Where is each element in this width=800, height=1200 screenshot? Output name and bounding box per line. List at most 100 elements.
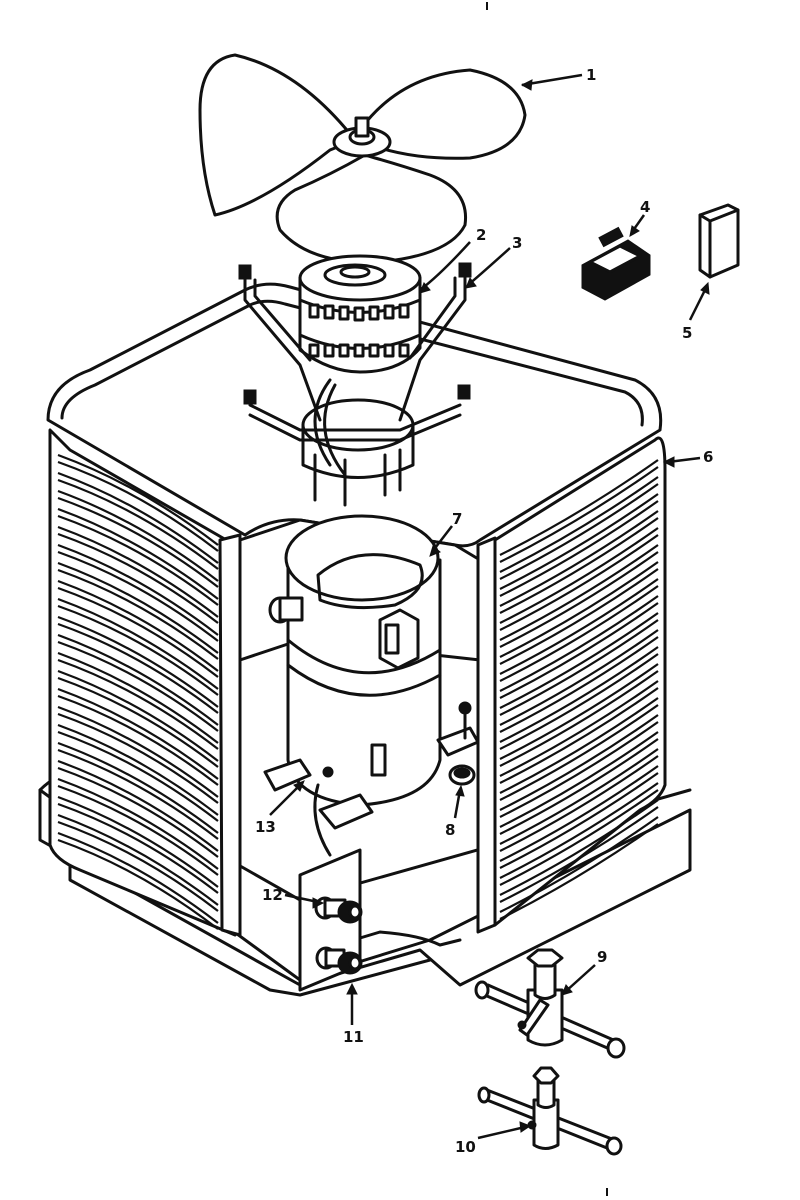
coil-fin [57,676,219,768]
coil-fin [499,748,659,845]
coil-fin [499,534,659,631]
coil-fin [57,741,219,834]
coil-fin [57,651,219,744]
coil-fin [499,799,659,896]
callout-5: 5 [682,324,692,342]
callout-9: 9 [597,948,607,966]
coil-fin [499,459,659,556]
coil-fin [57,543,219,636]
coil-fin [57,687,219,780]
coil-fin [499,653,659,750]
coil-fin [57,658,219,750]
coil-fin [57,640,219,732]
callout-12: 12 [262,886,283,904]
coil-fin [499,483,659,580]
motor-vent-slot [353,306,365,322]
callout-13: 13 [255,818,276,836]
callout-4: 4 [640,198,650,216]
coil-fin [499,551,659,648]
base-pan [38,788,692,987]
coil-fin [57,597,219,690]
coil-fin [57,615,219,708]
coil-fin [499,663,659,760]
mounting-bolt [238,262,472,405]
coil-fin [499,765,659,862]
callout-6: 6 [703,448,713,466]
motor-vent-slot [308,303,320,319]
coil-fin [57,586,219,678]
coil-fin [57,777,219,870]
coil-fin [499,636,659,733]
coil-fin [499,806,659,903]
motor-vent-slot [398,303,410,319]
coil-fin [57,694,219,786]
coil-fin [57,478,219,570]
coil-fin [499,687,659,784]
coil-fin [57,460,219,552]
capacitor [698,203,740,279]
coil-fin [499,755,659,852]
fan-blade [198,53,527,264]
coil-fin [499,789,659,886]
coil-fin [57,471,219,564]
service-valve-panel [298,848,462,992]
valve-wrench-9 [474,948,626,1059]
coil-fin [499,500,659,597]
callout-labels: 1 2 3 4 5 6 7 8 9 10 11 12 13 [255,66,713,1156]
motor-vent-slot [323,343,335,358]
coil-fin [57,453,219,546]
motor-vent-slot [353,343,365,358]
coil-fin [57,705,219,798]
coil-fin [57,579,219,672]
contactor [581,226,651,301]
coil-fin [499,561,659,658]
coil-fin [57,669,219,762]
coil-fin [499,476,659,573]
coil-fin [57,838,219,930]
coil-fin [499,697,659,794]
coil-fin [499,517,659,614]
coil-fin [57,633,219,726]
left-condenser-coil [48,428,242,937]
fan-motor [298,254,422,374]
coil-fin [499,619,659,716]
coil-fin [57,532,219,624]
coil-fin [57,507,219,600]
coil-fin [57,550,219,642]
coil-fin [499,704,659,801]
coil-fin [57,568,219,660]
coil-fin [57,712,219,804]
callout-2: 2 [476,226,486,244]
coil-fin [499,714,659,811]
coil-fin [499,670,659,767]
coil-fin [499,544,659,641]
coil-fin [499,568,659,665]
callout-7: 7 [452,510,462,528]
coil-fin [57,496,219,588]
coil-fin [499,602,659,699]
coil-fin [499,731,659,828]
fan-blade-right [358,68,527,160]
coil-fin [57,730,219,822]
callout-11: 11 [343,1028,364,1046]
coil-fin [499,680,659,777]
motor-vent-slot [383,304,395,320]
coil-fin [57,802,219,894]
callout-8: 8 [445,821,455,839]
motor-vent-slot [368,305,380,321]
coil-fin [57,561,219,654]
coil-fin [499,510,659,607]
motor-vent-slot [338,343,350,358]
coil-fin [499,466,659,563]
motor-vent-slot [383,343,395,358]
motor-vent-slot [308,343,320,358]
coil-fin [57,723,219,816]
fan-blade-front [275,153,468,264]
coil-fin [499,772,659,869]
coil-fin [57,748,219,840]
callout-1: 1 [586,66,596,84]
coil-fin [499,527,659,624]
valve-wrench-10 [477,1066,623,1156]
